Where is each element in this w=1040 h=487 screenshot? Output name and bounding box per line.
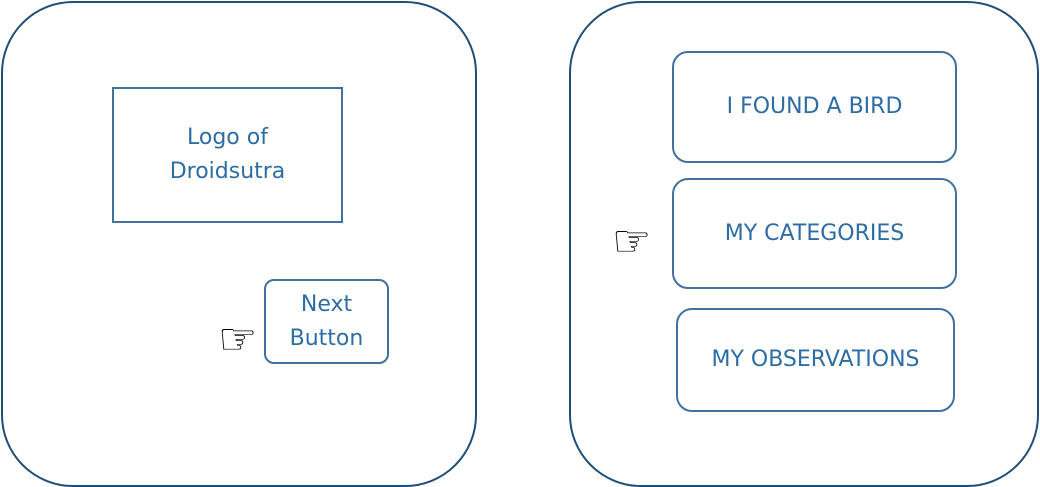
i-found-a-bird-button[interactable]: I FOUND A BIRD bbox=[672, 51, 957, 163]
screen-1-frame bbox=[1, 1, 477, 487]
logo-placeholder: Logo of Droidsutra bbox=[112, 87, 343, 223]
next-button[interactable]: Next Button bbox=[264, 279, 389, 364]
my-categories-button[interactable]: MY CATEGORIES bbox=[672, 178, 957, 289]
hand-pointing-right-icon: ☞ bbox=[612, 216, 652, 267]
my-observations-button[interactable]: MY OBSERVATIONS bbox=[676, 308, 955, 412]
hand-pointing-right-icon: ☞ bbox=[218, 314, 258, 365]
screen-2-frame bbox=[569, 1, 1039, 487]
